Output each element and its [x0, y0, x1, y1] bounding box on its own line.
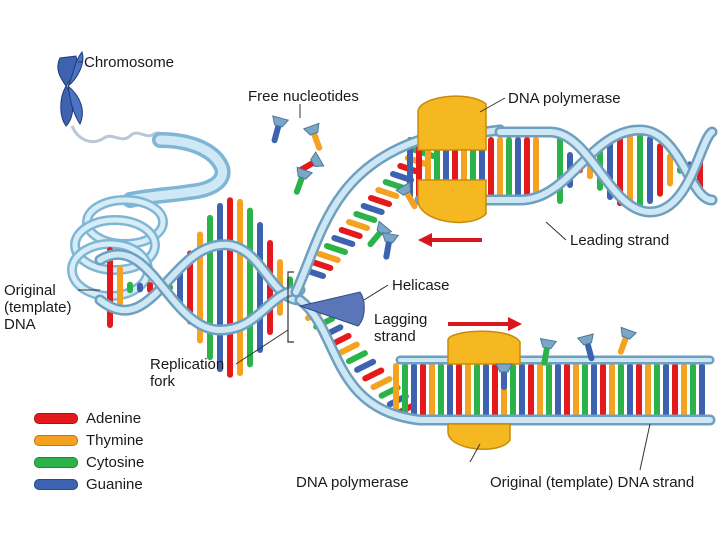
label-chromosome: Chromosome	[84, 54, 175, 71]
label-original-template-strand: Original (template) DNA strand	[490, 474, 695, 491]
legend: Adenine Thymine Cytosine Guanine	[34, 407, 144, 495]
free-nucleotide	[495, 363, 513, 390]
helicase-shape	[298, 291, 365, 327]
base-pair	[324, 243, 348, 255]
free-nucleotide	[617, 326, 638, 355]
legend-swatch-thymine	[34, 434, 78, 446]
legend-item: Adenine	[34, 407, 144, 429]
base-pair	[346, 219, 370, 231]
lagging-direction-arrow	[448, 317, 522, 331]
legend-swatch-guanine	[34, 478, 78, 490]
free-nucleotide	[539, 338, 558, 366]
free-nucleotides-group	[271, 115, 638, 390]
base-pair	[331, 235, 356, 247]
label-leading-strand: Leading strand	[570, 232, 670, 249]
free-nucleotide	[381, 232, 400, 260]
base-pair	[375, 187, 400, 199]
free-nucleotide	[271, 115, 290, 144]
legend-label: Cytosine	[86, 453, 145, 471]
label-dna-polymerase-bottom: DNA polymerase	[296, 474, 409, 491]
base-pair	[316, 251, 341, 263]
legend-swatch-cytosine	[34, 456, 78, 468]
dna-polymerase-top-shape	[417, 95, 487, 224]
label-lagging-strand: Lagging strand	[374, 311, 428, 345]
base-pair	[329, 332, 352, 347]
base-pair	[345, 350, 368, 365]
label-replication-fork: Replication fork	[150, 356, 225, 390]
base-pair	[370, 376, 393, 391]
base-pair	[368, 195, 392, 207]
leader-lines	[78, 61, 651, 471]
base-pair	[338, 227, 363, 239]
left-helix-backbone	[94, 239, 306, 336]
right-helix-backbone	[414, 124, 718, 218]
base-pair	[360, 203, 385, 215]
base-pair	[353, 211, 378, 223]
legend-label: Guanine	[86, 475, 143, 493]
base-pair	[337, 341, 360, 356]
free-nucleotide	[293, 166, 314, 195]
chromosome-icon	[57, 50, 84, 127]
base-pair	[382, 179, 407, 191]
free-nucleotide	[395, 181, 418, 210]
dna-polymerase-bottom-shape	[447, 330, 521, 451]
base-pair	[362, 367, 385, 382]
free-nucleotide	[576, 333, 595, 362]
dna-coil-loops	[67, 195, 168, 301]
legend-item: Guanine	[34, 473, 144, 495]
legend-label: Thymine	[86, 431, 144, 449]
label-helicase: Helicase	[392, 277, 450, 294]
label-dna-polymerase-top: DNA polymerase	[508, 90, 621, 107]
replication-fork-bracket	[287, 271, 294, 343]
legend-swatch-adenine	[34, 412, 78, 424]
legend-item: Thymine	[34, 429, 144, 451]
label-original-template-dna: Original (template) DNA	[4, 282, 72, 333]
base-pair	[354, 358, 377, 373]
base-pair	[309, 259, 334, 271]
free-nucleotide	[302, 122, 323, 151]
legend-item: Cytosine	[34, 451, 144, 473]
leading-direction-arrow	[418, 233, 482, 247]
label-free-nucleotides: Free nucleotides	[248, 88, 359, 105]
legend-label: Adenine	[86, 409, 142, 427]
